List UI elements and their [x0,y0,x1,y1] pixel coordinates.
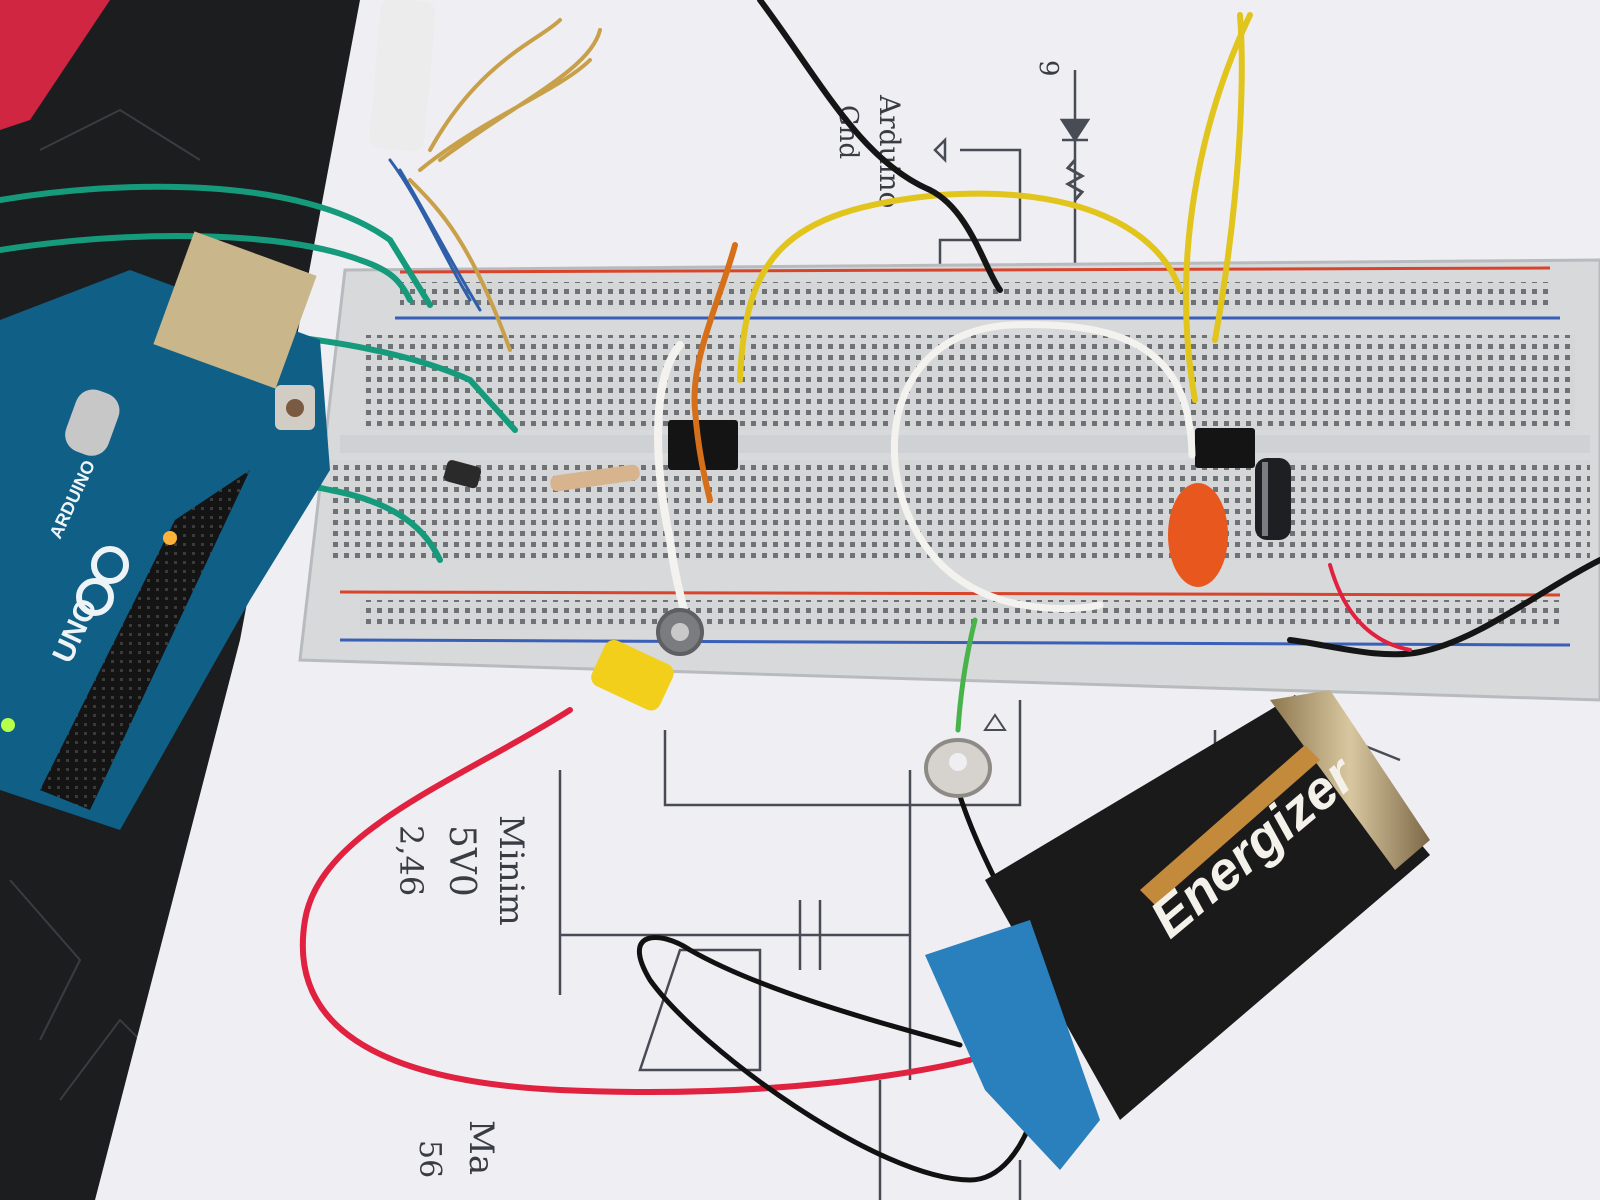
center-channel [340,435,1590,453]
note-mxv: 56 [412,1140,447,1178]
arduino-led-green [1,718,15,732]
resistor [550,464,640,492]
wire-red-battery [299,707,973,1096]
wire-orange [691,242,738,503]
battery-body [985,695,1430,1120]
battery-metal-end [1270,690,1430,870]
note-pin: 9 [1033,60,1063,77]
wire-green-2 [0,233,413,303]
table-texture [9,108,201,1101]
ring-terminal-right-hole [949,753,967,771]
transistor [443,460,482,489]
wire-white-loop [890,321,1196,612]
main-area-top-holes [365,335,1575,430]
wire-green-battery [955,617,978,733]
arduino-usb-port [153,231,317,389]
arduino-infinity-logo-icon [76,546,129,616]
breadboard [298,258,1600,702]
arduino-crystal [65,389,120,456]
main-area-bottom-holes [330,460,1590,560]
led-symbol-icon [1062,120,1088,140]
capacitor-stripe [1262,462,1268,536]
wire-black-top [757,0,1003,293]
ic-chip-right [1195,428,1255,468]
rail-blue-bottom [339,638,1571,647]
rail-red-top [399,266,1551,274]
note-min: Minim [491,815,531,926]
wire-red-short [1328,563,1412,652]
ribbon-blue-wires [388,158,482,312]
wire-green-1 [0,183,433,308]
wire-black-right [1287,557,1600,658]
battery-9v: Energizer [925,690,1430,1170]
wire-yellow-vertical [1183,12,1253,403]
note-mx: Ma [461,1120,501,1175]
ic-chip-left [668,420,738,470]
ground-symbol-icon [983,713,1007,731]
resistor-symbol-icon [1064,159,1086,201]
cable-sheath [369,0,436,152]
rail-top-holes [400,282,1550,310]
battery-blue-tape [925,920,1100,1170]
reset-button-cap [286,399,304,417]
rail-bottom-holes [360,600,1560,630]
arduino-header [40,470,250,810]
yellow-crimp-connector [591,639,674,711]
arduino-led-orange [163,531,177,545]
note-v1: 5V0 [441,825,482,897]
battery-copper-stripe [1140,745,1320,905]
wire-white-left [654,341,688,614]
red-object [0,0,110,130]
ring-terminal-left-hole [671,623,689,641]
arduino-uno-board: ARDUINO UNO [0,231,330,830]
ribbon-cable-wires [408,18,602,352]
rail-red-bottom [339,590,1561,597]
note-v2: 2,46 [392,825,430,896]
orange-capacitor [1168,483,1228,587]
electrolytic-capacitor [1255,458,1291,540]
